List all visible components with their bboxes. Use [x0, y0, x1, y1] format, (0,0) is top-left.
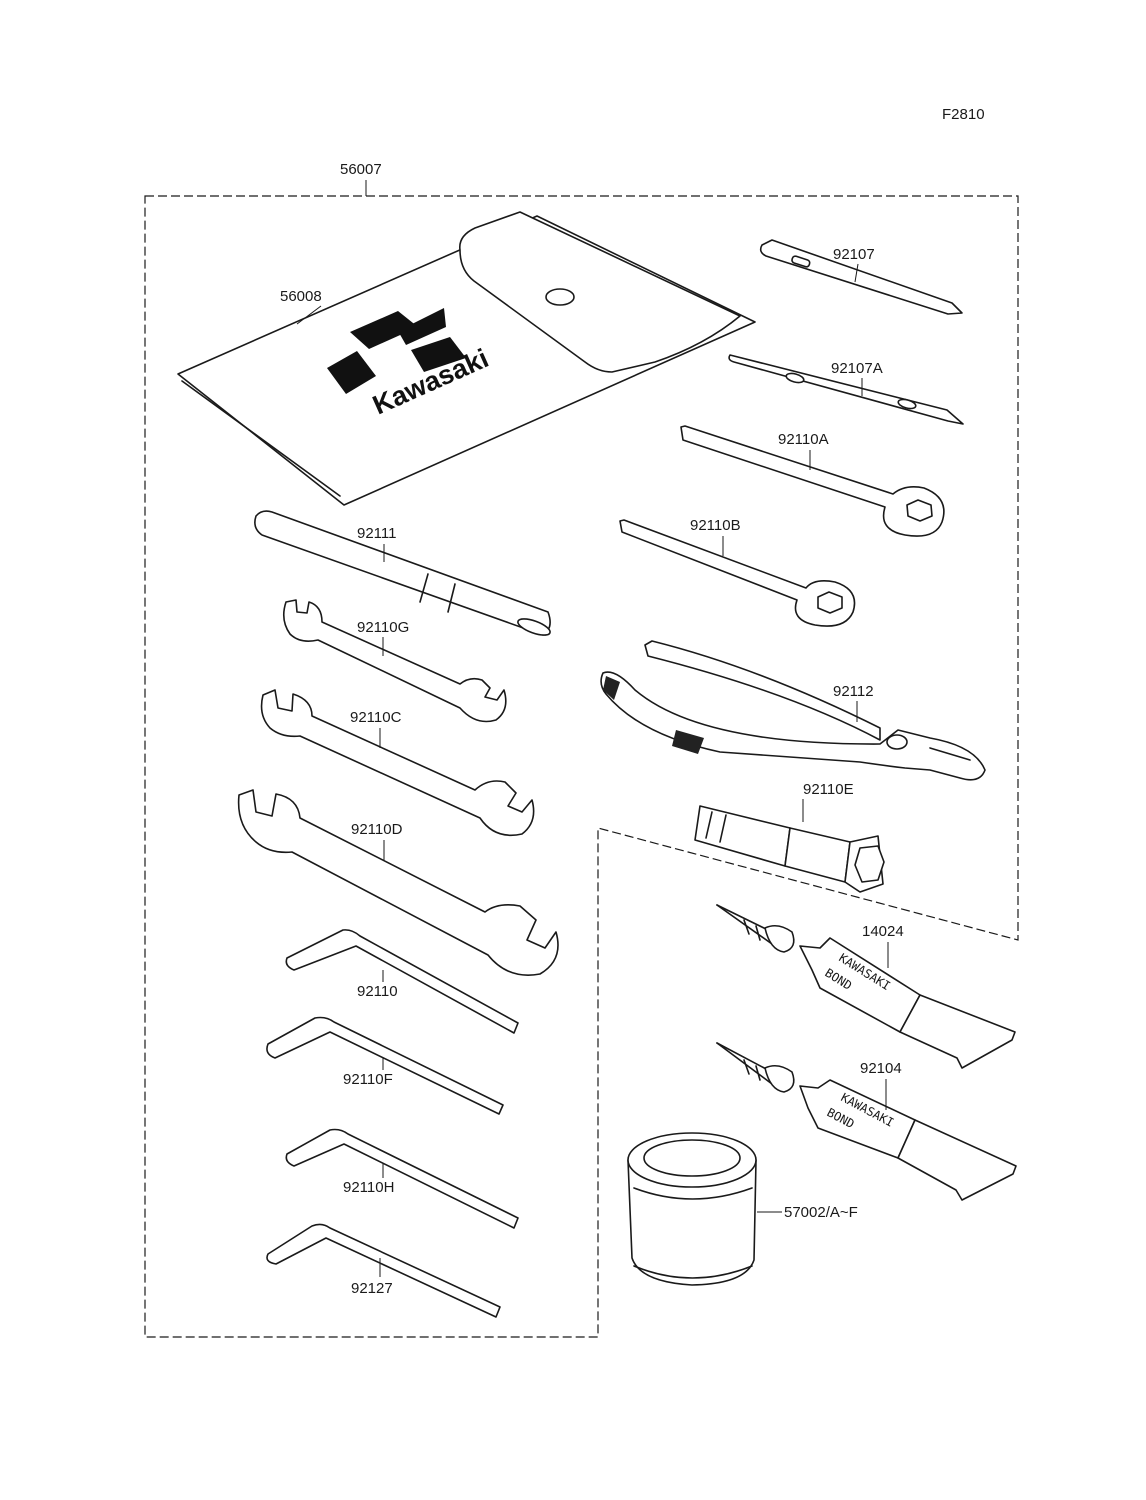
open-end-wrench-92110C: [260, 689, 535, 837]
label-92110E: 92110E: [803, 781, 854, 798]
kit-label: 56007: [340, 161, 382, 178]
open-end-wrench-92110D: [237, 789, 559, 976]
label-14024: 14024: [862, 923, 904, 940]
pliers-92112: [600, 640, 986, 781]
label-92110A: 92110A: [778, 431, 829, 448]
spark-plug-wrench-92110E: [694, 805, 885, 893]
kit-frame: [144, 195, 1019, 1338]
figure-code: F2810: [942, 106, 985, 123]
label-92127: 92127: [351, 1280, 393, 1297]
label-92110G: 92110G: [357, 619, 409, 636]
label-57002: 57002/A~F: [784, 1204, 858, 1221]
label-92110D: 92110D: [351, 821, 403, 838]
hex-key-92110F: [266, 1016, 504, 1115]
box-wrench-92110A: [680, 425, 945, 537]
tube-handle-92111: [254, 510, 551, 636]
screwdriver-92107: [759, 239, 963, 315]
grease-can-57002: [627, 1132, 757, 1286]
hex-key-92110H: [285, 1128, 519, 1229]
label-92107A: 92107A: [831, 360, 883, 377]
hex-key-92110: [285, 929, 519, 1034]
label-92110F: 92110F: [343, 1071, 393, 1088]
hex-key-92127: [266, 1223, 501, 1318]
label-92110C: 92110C: [350, 709, 402, 726]
label-92104: 92104: [860, 1060, 902, 1077]
label-92111: 92111: [357, 525, 397, 542]
open-end-wrench-92110G: [282, 599, 507, 723]
bond-tube-92104: KAWASAKI BOND: [716, 1042, 1017, 1201]
box-wrench-92110B: [619, 519, 856, 627]
bond-tube-14024: KAWASAKI BOND: [716, 904, 1016, 1069]
label-92107: 92107: [833, 246, 875, 263]
label-92110B: 92110B: [690, 517, 741, 534]
label-92112: 92112: [833, 683, 874, 700]
tool-pouch: Kawasaki: [177, 211, 756, 506]
label-56008: 56008: [280, 288, 322, 305]
label-92110H: 92110H: [343, 1179, 394, 1196]
label-92110: 92110: [357, 983, 398, 1000]
screwdriver-92107A: [728, 354, 964, 425]
